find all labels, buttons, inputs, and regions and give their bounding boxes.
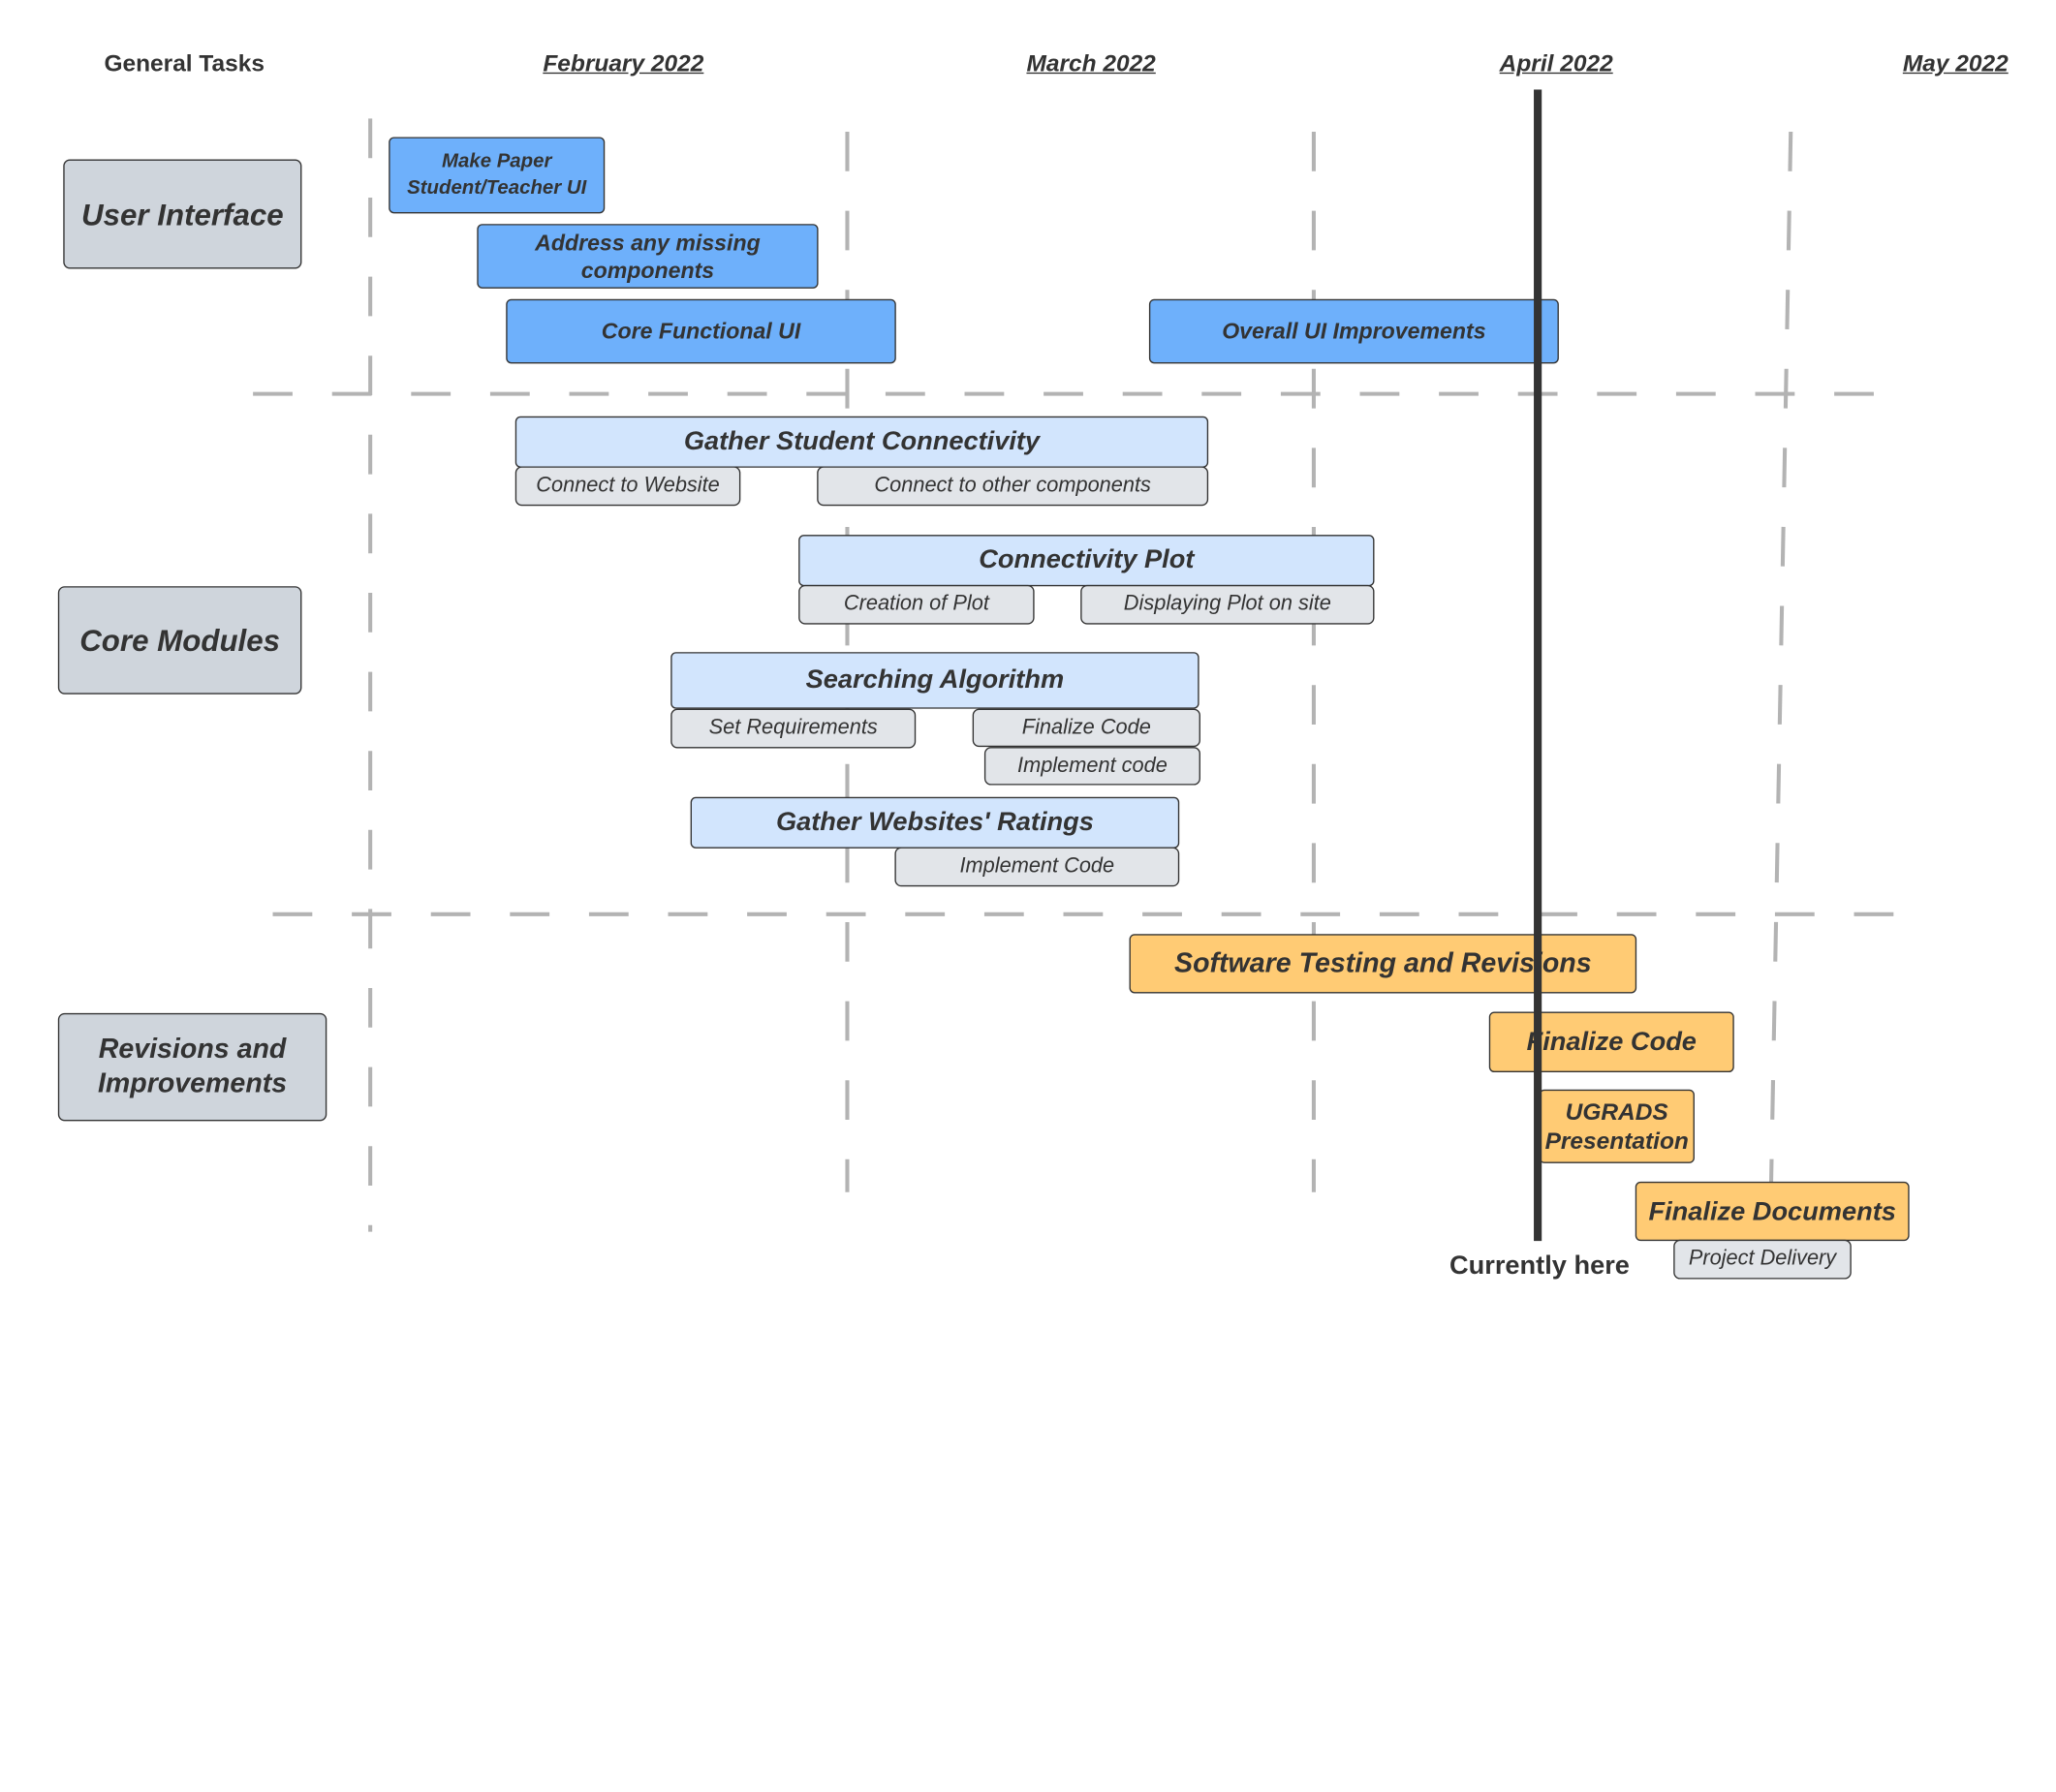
task-finalize-code-revision: Finalize Code (1488, 1011, 1734, 1073)
task-finalize-documents: Finalize Documents (1635, 1181, 1910, 1242)
subtask-connect-to-other-components: Connect to other components (817, 466, 1209, 507)
month-header-march: March 2022 (1026, 49, 1156, 77)
subtask-finalize-code: Finalize Code (972, 708, 1200, 748)
subtask-implement-code-search: Implement code (983, 747, 1200, 786)
category-user-interface: User Interface (63, 159, 302, 269)
task-searching-algorithm: Searching Algorithm (670, 652, 1199, 709)
subtask-set-requirements: Set Requirements (670, 708, 917, 749)
task-address-missing-components: Address any missing components (477, 224, 819, 289)
subtask-implement-code-ratings: Implement Code (894, 847, 1180, 887)
month-header-february: February 2022 (543, 49, 704, 77)
current-date-marker (1534, 89, 1542, 1242)
subtask-displaying-plot-on-site: Displaying Plot on site (1080, 584, 1375, 625)
task-core-functional-ui: Core Functional UI (506, 298, 896, 364)
task-overall-ui-improvements: Overall UI Improvements (1148, 298, 1559, 364)
subtask-connect-to-website: Connect to Website (514, 466, 741, 507)
task-connectivity-plot: Connectivity Plot (798, 535, 1375, 587)
vertical-gridline (1768, 131, 1793, 1192)
task-gather-websites-ratings: Gather Websites' Ratings (690, 796, 1180, 849)
general-tasks-header: General Tasks (104, 49, 265, 77)
task-software-testing-and-revisions: Software Testing and Revisions (1129, 934, 1637, 994)
current-date-label: Currently here (1449, 1251, 1630, 1281)
month-header-april: April 2022 (1499, 49, 1613, 77)
subtask-creation-of-plot: Creation of Plot (798, 584, 1035, 625)
task-make-paper-ui: Make Paper Student/Teacher UI (389, 137, 606, 214)
category-core-modules: Core Modules (57, 586, 302, 695)
category-revisions-and-improvements: Revisions and Improvements (57, 1012, 327, 1122)
month-header-may: May 2022 (1902, 49, 2009, 77)
task-gather-student-connectivity: Gather Student Connectivity (514, 416, 1209, 468)
task-ugrads-presentation: UGRADS Presentation (1539, 1089, 1695, 1163)
subtask-project-delivery: Project Delivery (1673, 1239, 1852, 1280)
